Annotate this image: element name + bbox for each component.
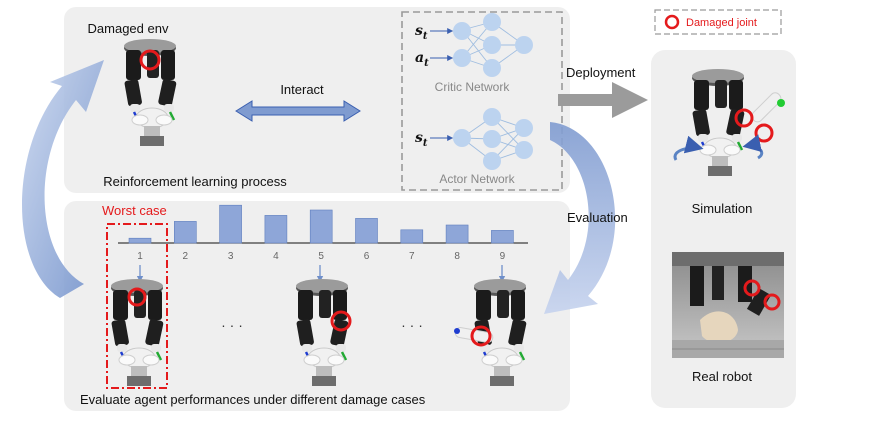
legend-box bbox=[654, 9, 782, 35]
critic-network-label: Critic Network bbox=[435, 80, 511, 94]
bar-case-8 bbox=[445, 224, 469, 244]
bar-case-5 bbox=[309, 209, 333, 244]
rotation-arrow-left bbox=[673, 135, 704, 161]
critic-state-input-label: st bbox=[415, 23, 428, 42]
case-1-damaged-joint bbox=[127, 287, 147, 307]
bar-case-6 bbox=[355, 218, 378, 244]
rl-process-label: Reinforcement learning process bbox=[103, 174, 287, 189]
simulation-label: Simulation bbox=[692, 201, 753, 216]
tick-label-case-3: 3 bbox=[228, 251, 234, 262]
evaluation-footer-label: Evaluate agent performances under differ… bbox=[80, 392, 426, 407]
damage-case-bar-chart: 1 2 3 4 5 6 7 8 9 bbox=[118, 204, 528, 262]
actor-state-input-label: st bbox=[415, 130, 428, 149]
critic-network bbox=[430, 13, 533, 77]
evaluation-panel bbox=[64, 201, 570, 411]
ellipsis-right: · · · bbox=[401, 317, 423, 333]
case-5-damaged-joint bbox=[330, 310, 352, 332]
case-9-blue-fingertip bbox=[454, 328, 460, 334]
interact-double-arrow bbox=[235, 100, 361, 122]
bar-case-9 bbox=[491, 230, 514, 244]
legend-label: Damaged joint bbox=[686, 17, 757, 29]
bar-case-7 bbox=[400, 229, 424, 244]
ellipsis-left: · · · bbox=[221, 317, 243, 333]
deployment-label: Deployment bbox=[566, 65, 636, 80]
rl-process-panel bbox=[64, 7, 570, 193]
tick-label-case-6: 6 bbox=[364, 251, 370, 262]
tick-label-case-5: 5 bbox=[318, 251, 324, 262]
rotation-arrow-right bbox=[742, 134, 764, 160]
simulation-damaged-joint-1 bbox=[734, 108, 754, 128]
tick-label-case-2: 2 bbox=[183, 251, 189, 262]
real-robot-label: Real robot bbox=[692, 369, 752, 384]
worst-case-label: Worst case bbox=[102, 203, 167, 218]
interact-label: Interact bbox=[280, 82, 324, 97]
deployment-arrow bbox=[558, 82, 648, 118]
actor-network-label: Actor Network bbox=[439, 172, 515, 186]
tick-label-case-8: 8 bbox=[454, 251, 460, 262]
tick-label-case-9: 9 bbox=[500, 251, 506, 262]
bar-case-4 bbox=[264, 215, 288, 244]
damaged-joint-legend-icon bbox=[664, 14, 680, 30]
actor-network bbox=[430, 108, 533, 170]
tick-label-case-7: 7 bbox=[409, 251, 415, 262]
tick-label-case-4: 4 bbox=[273, 251, 279, 262]
feedback-curved-arrow bbox=[22, 60, 104, 298]
real-robot-damaged-joint-2 bbox=[763, 293, 781, 311]
bar-case-3 bbox=[219, 204, 242, 244]
damaged-joint-marker bbox=[139, 49, 161, 71]
bar-case-1 bbox=[128, 237, 152, 244]
real-robot-damaged-joint-1 bbox=[743, 279, 761, 297]
tick-label-case-1: 1 bbox=[137, 251, 143, 262]
bar-case-2 bbox=[174, 221, 197, 244]
evaluation-curved-arrow bbox=[544, 122, 616, 314]
evaluation-label: Evaluation bbox=[567, 210, 628, 225]
critic-action-input-label: at bbox=[415, 50, 429, 69]
simulation-raised-finger bbox=[751, 92, 782, 123]
simulation-damaged-joint-2 bbox=[754, 123, 774, 143]
simulation-green-fingertip bbox=[777, 99, 785, 107]
damaged-env-label: Damaged env bbox=[88, 21, 169, 36]
case-9-damaged-joint bbox=[470, 325, 492, 347]
